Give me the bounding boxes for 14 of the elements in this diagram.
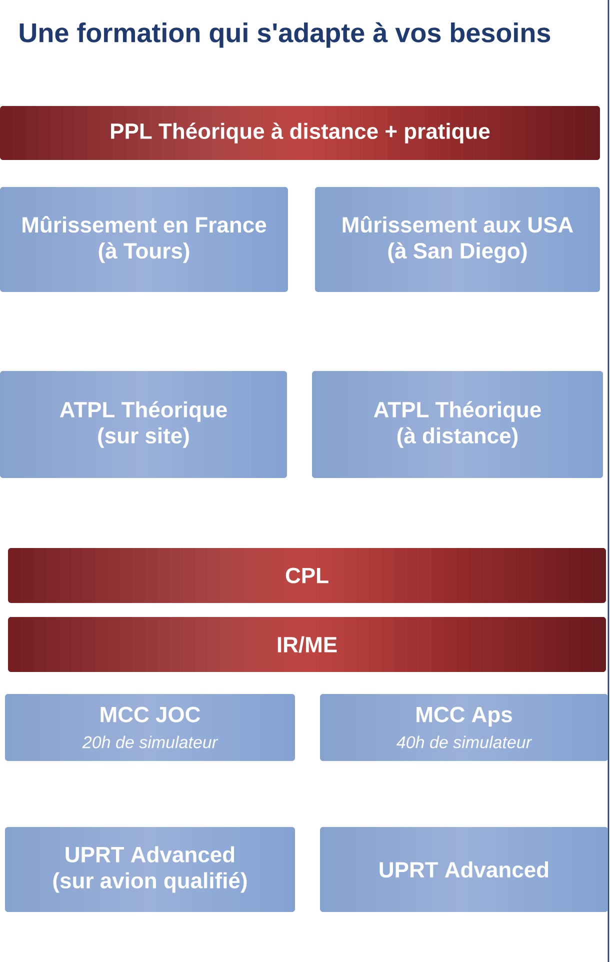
band-label: PPL Théorique à distance + pratique xyxy=(111,122,490,144)
duration-label: 40h de simulateur xyxy=(396,736,532,748)
course-title: MCC JOC xyxy=(100,706,200,722)
course-label: Mûrissement en France (à Tours) xyxy=(22,216,266,263)
title: Une formation qui s'adapte à vos besoins xyxy=(20,22,550,48)
duration-label: 20h de simulateur xyxy=(82,736,218,748)
course-label: UPRT Advanced (sur avion qualifié) xyxy=(53,846,247,893)
course-label: ATPL Théorique (sur site) xyxy=(60,401,227,448)
course-label: Mûrissement aux USA (à San Diego) xyxy=(342,216,574,264)
course-label: ATPL Théorique (à distance) xyxy=(374,401,541,448)
course-title: MCC Aps xyxy=(416,706,512,727)
band-label: CPL xyxy=(286,568,328,584)
band-label: IR/ME xyxy=(278,636,337,653)
course-label: UPRT Advanced xyxy=(380,861,548,878)
